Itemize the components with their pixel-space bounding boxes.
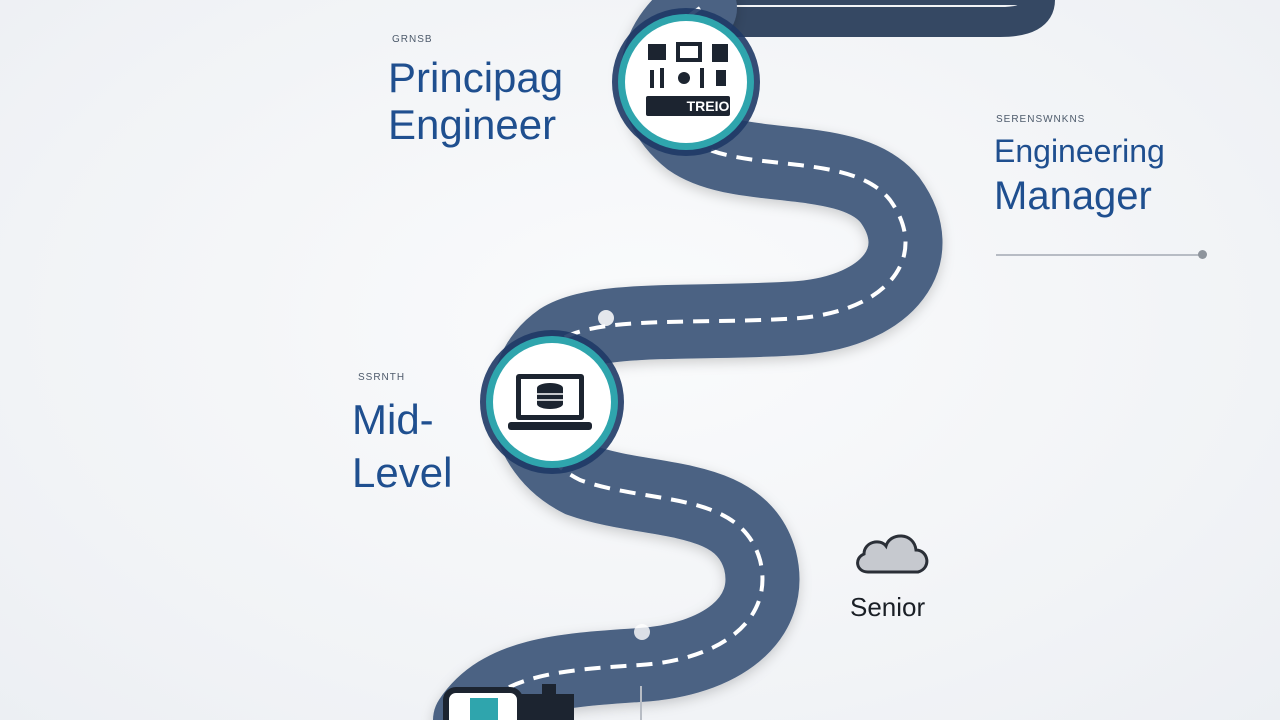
principal-title-line2: Engineer bbox=[388, 101, 557, 149]
principal-engineer-title: Principag Engineer bbox=[388, 54, 563, 148]
principal-badge: TREIO bbox=[612, 8, 760, 156]
devices-icon bbox=[443, 684, 574, 720]
manager-title-line2: Manager bbox=[994, 173, 1152, 218]
principal-caption: GRNSB bbox=[392, 34, 433, 45]
manager-caption: SERENSWNKNS bbox=[996, 114, 1086, 125]
laptop-database-icon bbox=[508, 374, 592, 430]
manager-title-line1: Engineering bbox=[994, 133, 1165, 169]
engineering-manager-title: Engineering Manager bbox=[994, 133, 1165, 219]
mid-level-title: Mid- Level bbox=[352, 394, 452, 500]
manager-divider-dot bbox=[1198, 250, 1207, 259]
mid-title-line1: Mid- bbox=[352, 396, 434, 443]
mid-title-line2: Level bbox=[352, 448, 453, 496]
mid-level-caption: SSRNTH bbox=[358, 372, 406, 383]
principal-title-line1: Principag bbox=[388, 54, 564, 101]
road-marker bbox=[634, 624, 650, 640]
cloud-icon bbox=[856, 534, 929, 574]
road-marker bbox=[598, 310, 614, 326]
tools-dashboard-icon bbox=[646, 42, 730, 116]
manager-divider bbox=[996, 254, 1202, 256]
senior-title: Senior bbox=[850, 592, 926, 622]
road-top-segment bbox=[678, 0, 1056, 37]
road-center-line bbox=[468, 6, 908, 720]
badge-text: TREIO bbox=[687, 98, 730, 114]
bottom-connector-line bbox=[640, 686, 642, 720]
mid-level-badge bbox=[480, 330, 624, 474]
